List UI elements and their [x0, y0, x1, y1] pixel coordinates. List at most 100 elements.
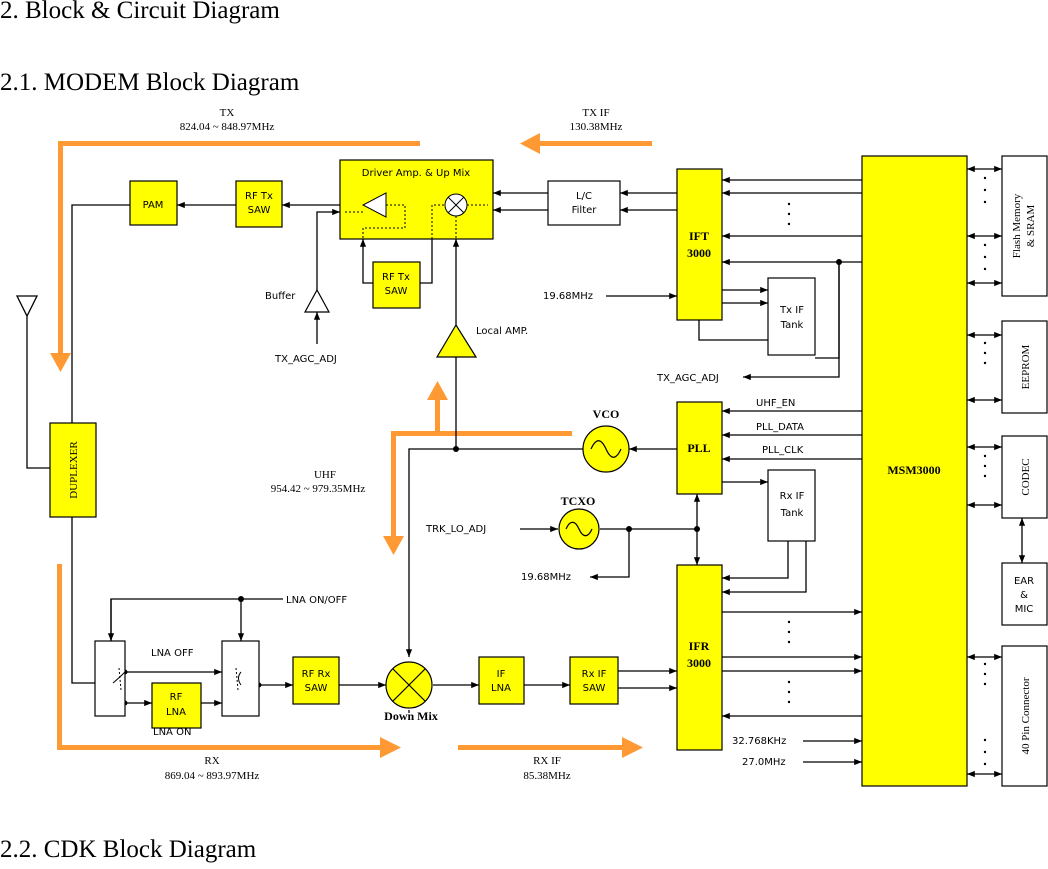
pll-clk-label: PLL_CLK [762, 445, 804, 456]
bus-ellipsis-dots [787, 176, 987, 766]
cdk-diagram-heading: 2.2. CDK Block Diagram [0, 836, 257, 863]
rf-lna-block [151, 682, 202, 729]
ift-label-2: 3000 [687, 246, 711, 260]
modem-diagram-heading: 2.1. MODEM Block Diagram [0, 69, 300, 96]
flash-label-2: & SRAM [1025, 205, 1037, 248]
driver-label: Driver Amp. & Up Mix [362, 168, 470, 179]
tx-freq-range: 824.04 ~ 848.97MHz [180, 121, 275, 133]
down-mix-label: Down Mix [384, 709, 438, 723]
codec-label: CODEC [1020, 458, 1032, 495]
ift-label-1: IFT [689, 229, 709, 243]
ear-mic-label-3: MIC [1015, 604, 1034, 615]
ifr3000-block [676, 564, 723, 751]
pll-data-label: PLL_DATA [756, 422, 804, 433]
pam-block [129, 180, 178, 226]
rxif-freq-label: RX IF [533, 755, 561, 767]
uhf-signal-arrow [383, 381, 572, 555]
txif-freq-value: 130.38MHz [570, 121, 623, 133]
rf-rx-saw-block [292, 656, 340, 705]
tcxo-oscillator-icon [558, 508, 600, 550]
ear-mic-label-1: EAR [1014, 576, 1034, 587]
ifr-label-1: IFR [689, 639, 710, 653]
tx-signal-arrow [50, 141, 420, 372]
pll-block [676, 401, 723, 495]
lna-off-label: LNA OFF [151, 648, 194, 659]
vco-label: VCO [593, 407, 620, 421]
rxif-signal-arrow [458, 737, 643, 758]
lc-filter-label-1: L/C [576, 191, 592, 202]
rx-if-tank-block [767, 469, 816, 542]
lna-on-off-label: LNA ON/OFF [286, 595, 347, 606]
tx-agc-adj-label: TX_AGC_ADJ [274, 354, 337, 365]
ear-mic-block [1001, 562, 1048, 626]
driver-internal-circuit [345, 192, 488, 239]
ear-mic-label-2: & [1020, 590, 1028, 601]
rx-if-saw-label-1: Rx IF [582, 669, 607, 680]
duplexer-label: DUPLEXER [68, 441, 80, 499]
rx-freq-range: 869.04 ~ 893.97MHz [165, 770, 260, 782]
tx-if-tank-label-1: Tx IF [779, 305, 804, 316]
rx-freq-label: RX [204, 755, 219, 767]
flash-sram-block [1001, 155, 1048, 297]
rx-if-tank-label-2: Tank [780, 508, 804, 519]
local-amp-label: Local AMP. [476, 326, 528, 337]
rf-tx-saw2-label-2: SAW [385, 286, 408, 297]
rf-lna-label-1: RF [170, 692, 183, 703]
rf-tx-saw-label-2: SAW [248, 205, 271, 216]
ref-19-68-top-label: 19.68MHz [543, 291, 593, 302]
rf-rx-saw-label-1: RF Rx [302, 669, 331, 680]
duplexer-block [49, 422, 97, 518]
wires [15, 165, 1026, 778]
tx-freq-label: TX [220, 107, 235, 119]
uhf-freq-label: UHF [314, 469, 336, 481]
driver-amp-upmix-block [339, 159, 494, 240]
codec-block [1001, 435, 1048, 519]
lna-on-label: LNA ON [153, 727, 191, 738]
lc-filter-block [547, 180, 621, 226]
eeprom-label: EEPROM [1020, 344, 1032, 389]
tx-agc-adj-arrow-label: TX_AGC_ADJ [656, 373, 719, 384]
uhf-en-label: UHF_EN [756, 398, 795, 409]
ref-19-68-bottom-label: 19.68MHz [521, 572, 571, 583]
connector-block [1001, 645, 1048, 787]
pam-label: PAM [143, 200, 164, 211]
local-amp-icon [435, 323, 478, 358]
rf-tx-saw2-label-1: RF Tx [382, 272, 410, 283]
rxif-freq-value: 85.38MHz [523, 770, 570, 782]
down-mixer-icon [385, 661, 433, 709]
rx-if-tank-label-1: Rx IF [780, 491, 805, 502]
tcxo-label: TCXO [561, 494, 596, 508]
tx-if-tank-block [767, 277, 816, 356]
flash-label-1: Flash Memory [1011, 193, 1023, 258]
rx-signal-arrow [57, 564, 401, 758]
rx-if-saw-label-2: SAW [583, 683, 606, 694]
signal-flow-arrows [50, 133, 652, 758]
lc-filter-label-2: Filter [572, 205, 598, 216]
eeprom-block [1001, 320, 1048, 414]
ift3000-block [676, 168, 723, 321]
if-lna-label-1: IF [497, 669, 506, 680]
uhf-freq-range: 954.42 ~ 979.35MHz [271, 483, 366, 495]
clk-32k-label: 32.768KHz [732, 736, 786, 747]
tx-if-tank-label-2: Tank [780, 320, 804, 331]
vco-oscillator-icon [582, 425, 630, 473]
lna-switch-2 [221, 640, 260, 717]
rf-rx-saw-label-2: SAW [305, 683, 328, 694]
lna-switch-1 [94, 640, 126, 717]
trk-lo-adj-label: TRK_LO_ADJ [425, 524, 486, 535]
rf-tx-saw-2-block [372, 261, 421, 309]
section-heading: 2. Block & Circuit Diagram [0, 0, 280, 24]
clk-27m-label: 27.0MHz [742, 757, 786, 768]
txif-signal-arrow [520, 133, 652, 154]
if-lna-block [478, 656, 525, 705]
lna-switch-contacts [112, 667, 242, 691]
msm-label: MSM3000 [887, 463, 940, 477]
rx-if-saw-block [569, 656, 619, 705]
msm3000-block [861, 155, 968, 787]
buffer-amp-icon [303, 288, 331, 313]
pll-label: PLL [687, 441, 710, 455]
connector-label: 40 Pin Connector [1020, 677, 1032, 754]
rf-lna-label-2: LNA [166, 707, 186, 718]
buffer-label: Buffer [265, 291, 296, 302]
